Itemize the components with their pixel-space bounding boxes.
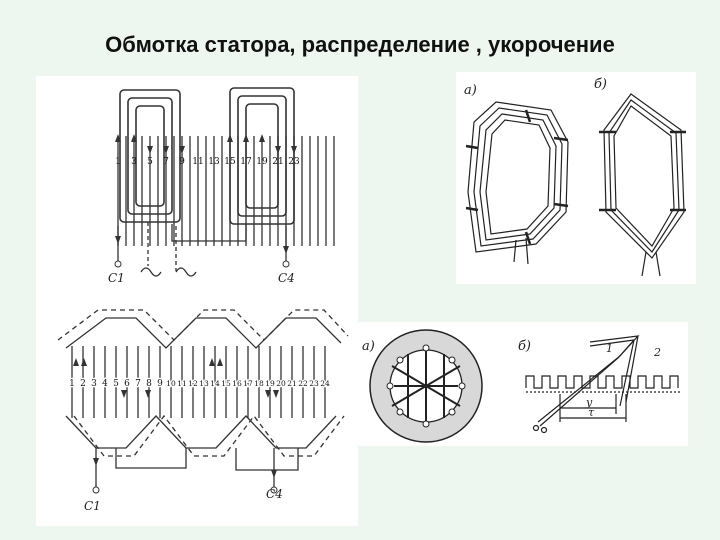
slot-number: 10: [166, 379, 176, 388]
slot-number: 14: [210, 379, 220, 388]
slot-number: 23: [309, 379, 319, 388]
slot-number: 3: [131, 157, 137, 167]
current-arrows: [115, 134, 297, 254]
label-a: а): [464, 83, 477, 98]
span-y-label: y: [585, 396, 593, 409]
slot-number: 7: [135, 379, 141, 389]
slot-number: 9: [179, 157, 185, 167]
slot-number: 21: [272, 157, 283, 167]
slot-number: 11: [177, 379, 187, 388]
slot-lines: [71, 346, 326, 418]
current-arrows: [73, 358, 279, 478]
slot-number: 5: [147, 157, 153, 167]
label-a: а): [362, 339, 375, 354]
connection-jumper-2: [235, 448, 299, 471]
slot-number: 1: [115, 157, 121, 167]
inter-group-connection: [171, 224, 247, 242]
slot-number: 21: [287, 379, 297, 388]
coil-label-1: 1: [606, 342, 613, 355]
slot-number: 19: [256, 157, 268, 167]
slot-number: 15: [224, 157, 236, 167]
slot-number: 17: [243, 379, 253, 388]
label-b: б): [518, 339, 531, 354]
slot-number: 23: [288, 157, 300, 167]
lead-label-c4: C4: [266, 487, 283, 501]
slot-number: 5: [113, 379, 119, 389]
slot-number: 15: [221, 379, 231, 388]
slot-number: 19: [265, 379, 275, 388]
slot-number: 1: [69, 379, 75, 389]
slot-number: 13: [199, 379, 209, 388]
coil-shape-a: [465, 101, 569, 265]
shortened-pitch-diagram: [525, 335, 680, 434]
slot-number: 11: [192, 157, 203, 167]
stator-section-drawing: а) б): [362, 329, 680, 443]
slot-number: 12: [188, 379, 198, 388]
coil-group-1: [119, 89, 181, 223]
slot-number: 24: [320, 379, 330, 388]
bottom-zigzag-dashed: [73, 414, 345, 457]
coil-shapes-drawing: а) б): [464, 77, 686, 277]
slot-number: 4: [102, 379, 108, 389]
label-b: б): [594, 77, 607, 92]
lead-label-c1: C1: [108, 271, 125, 285]
slot-number: 6: [124, 379, 130, 389]
lead-label-c1: C1: [84, 499, 101, 513]
top-zigzag-solid: [65, 317, 342, 349]
coil-shape-b: [599, 93, 686, 277]
slot-number: 17: [240, 157, 252, 167]
slot-number: 22: [298, 379, 308, 388]
slot-number: 9: [157, 379, 163, 389]
slot-number: 3: [91, 379, 97, 389]
coil-label-2: 2: [653, 346, 661, 359]
coil-shapes-panel: а) б): [456, 72, 696, 284]
slot-number: 7: [163, 157, 169, 167]
slot-number: 2: [80, 379, 86, 389]
slot-number: 16: [232, 379, 242, 388]
slot-number: 8: [146, 379, 152, 389]
top-zigzag-dashed: [57, 309, 349, 341]
slot-number: 20: [276, 379, 286, 388]
slide-title: Обмотка статора, распределение , укороче…: [105, 32, 615, 57]
bottom-zigzag-solid: [65, 415, 337, 449]
span-tau-label: τ: [588, 406, 595, 419]
slot-number: 18: [254, 379, 264, 388]
slot-number: 13: [208, 157, 220, 167]
connection-jumper-1: [115, 448, 187, 469]
coil-group-2: [229, 87, 295, 225]
stator-section-panel: а) б): [358, 322, 688, 446]
lead-label-c4: C4: [278, 271, 295, 285]
stator-cross-section: [369, 329, 483, 443]
